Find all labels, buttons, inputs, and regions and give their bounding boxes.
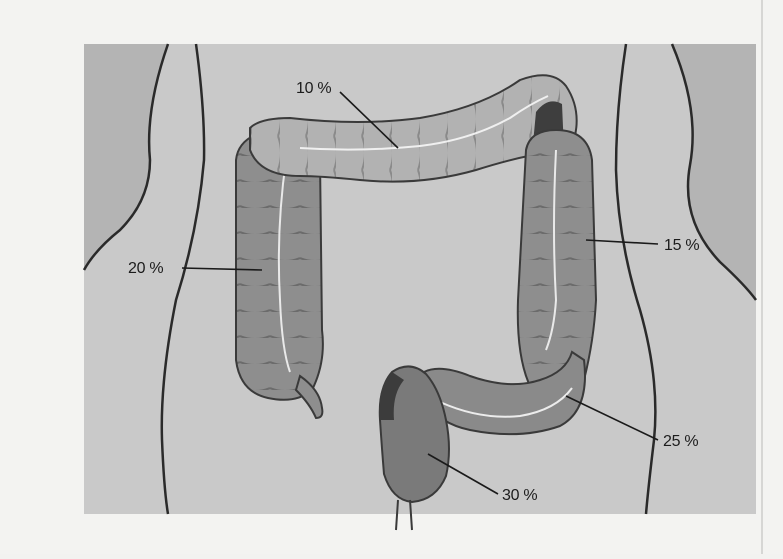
- label-ascending-percent: 20 %: [128, 260, 163, 278]
- descending-colon: [518, 130, 596, 393]
- label-transverse-percent: 10 %: [296, 80, 331, 98]
- label-descending-percent: 15 %: [664, 237, 699, 255]
- label-sigmoid-percent: 25 %: [663, 433, 698, 451]
- label-rectum-percent: 30 %: [502, 487, 537, 505]
